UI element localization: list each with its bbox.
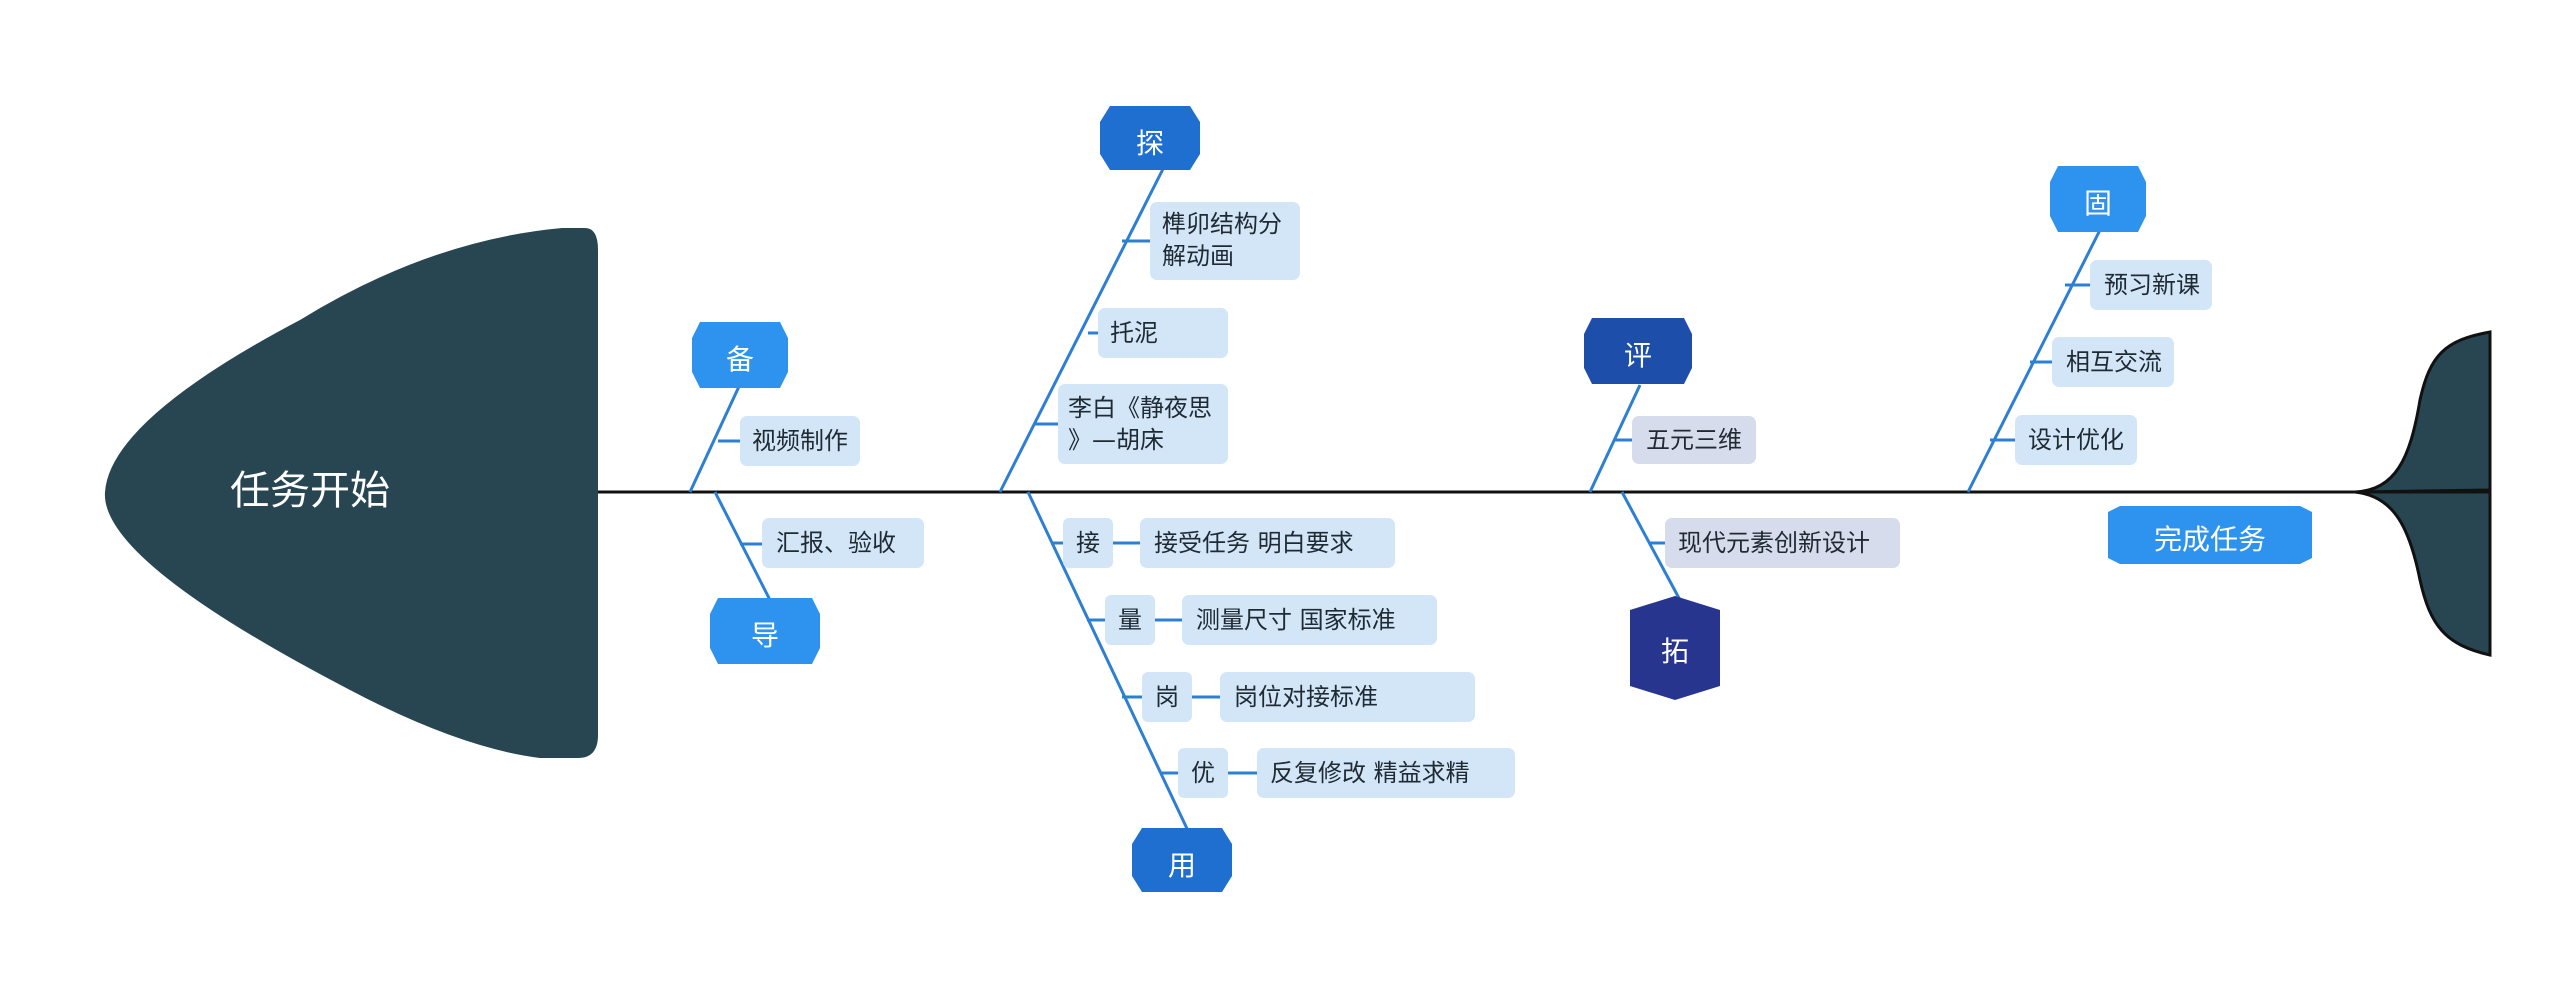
category-ping: 评	[1623, 339, 1652, 372]
leaf-tan-2	[1098, 308, 1228, 358]
fish-head	[104, 228, 598, 758]
leaf-ping-1-label: 五元三维	[1646, 426, 1742, 454]
leaf-tan-3b-label: 》—胡床	[1068, 426, 1164, 454]
leaf-tan-3	[1058, 384, 1228, 464]
leaf-ping-1	[1632, 416, 1756, 464]
leaf-bei-1	[740, 416, 860, 466]
goal-label: 完成任务	[2153, 523, 2266, 556]
goal-box	[2108, 506, 2312, 564]
subcategory-jie: 接	[1076, 529, 1100, 557]
leaf-gu-2-label: 相互交流	[2066, 348, 2162, 376]
leaf-you-1	[1257, 748, 1515, 798]
branch-tan	[998, 164, 1167, 493]
leaf-gu-1-label: 预习新课	[2104, 271, 2200, 299]
leaf-tan-1a-label: 榫卯结构分	[1162, 210, 1282, 238]
category-gu: 固	[2083, 187, 2112, 220]
branch-tuo	[1620, 491, 1682, 601]
leaf-bei-1-label: 视频制作	[752, 427, 848, 455]
leaf-dao-1	[762, 518, 924, 568]
branch-dao	[713, 491, 772, 601]
leaf-gu-3-label: 设计优化	[2028, 426, 2124, 454]
category-tuo: 拓	[1660, 635, 1689, 668]
branch-bei	[688, 379, 744, 493]
subcategory-liang: 量	[1118, 606, 1142, 634]
leaf-tan-1b-label: 解动画	[1162, 242, 1234, 270]
leaf-tuo-1-label: 现代元素创新设计	[1678, 529, 1870, 557]
category-bei: 备	[725, 343, 754, 376]
box-gang	[1142, 672, 1192, 722]
category-dao: 导	[750, 619, 779, 652]
hex-bei	[692, 322, 788, 388]
leaf-jie-1-label: 接受任务 明白要求	[1154, 529, 1354, 557]
leaf-you-1-label: 反复修改 精益求精	[1270, 759, 1470, 787]
leaf-tan-3a-label: 李白《静夜思	[1068, 394, 1212, 422]
leaf-dao-1-label: 汇报、验收	[776, 529, 896, 557]
subcategory-gang: 岗	[1155, 683, 1179, 711]
leaf-gang-1-label: 岗位对接标准	[1234, 683, 1378, 711]
hex-yong	[1132, 828, 1232, 892]
branch-yong	[1026, 491, 1192, 836]
leaf-tan-2-label: 托泥	[1110, 319, 1158, 347]
hex-ping	[1584, 318, 1692, 384]
head-label: 任务开始	[230, 468, 390, 514]
hex-tuo	[1630, 596, 1720, 700]
leaf-tan-1	[1150, 202, 1300, 280]
box-jie	[1063, 518, 1113, 568]
fish-tail	[2354, 330, 2492, 494]
hex-tan	[1100, 106, 1200, 170]
leaf-gu-2	[2052, 337, 2174, 387]
leaf-gu-3	[2015, 415, 2137, 465]
subcategory-you: 优	[1191, 759, 1215, 787]
box-you	[1178, 748, 1228, 798]
fish-tail-lower	[2354, 490, 2492, 657]
category-tan: 探	[1135, 127, 1164, 160]
leaf-tuo-1	[1665, 518, 1900, 568]
category-yong: 用	[1167, 849, 1196, 882]
box-liang	[1105, 595, 1155, 645]
leaf-liang-1-label: 测量尺寸 国家标准	[1196, 606, 1396, 634]
leaf-jie-1	[1140, 518, 1395, 568]
hex-gu	[2050, 166, 2146, 232]
leaf-liang-1	[1182, 595, 1437, 645]
leaf-gu-1	[2090, 260, 2212, 310]
hex-dao	[710, 598, 820, 664]
leaf-gang-1	[1220, 672, 1475, 722]
